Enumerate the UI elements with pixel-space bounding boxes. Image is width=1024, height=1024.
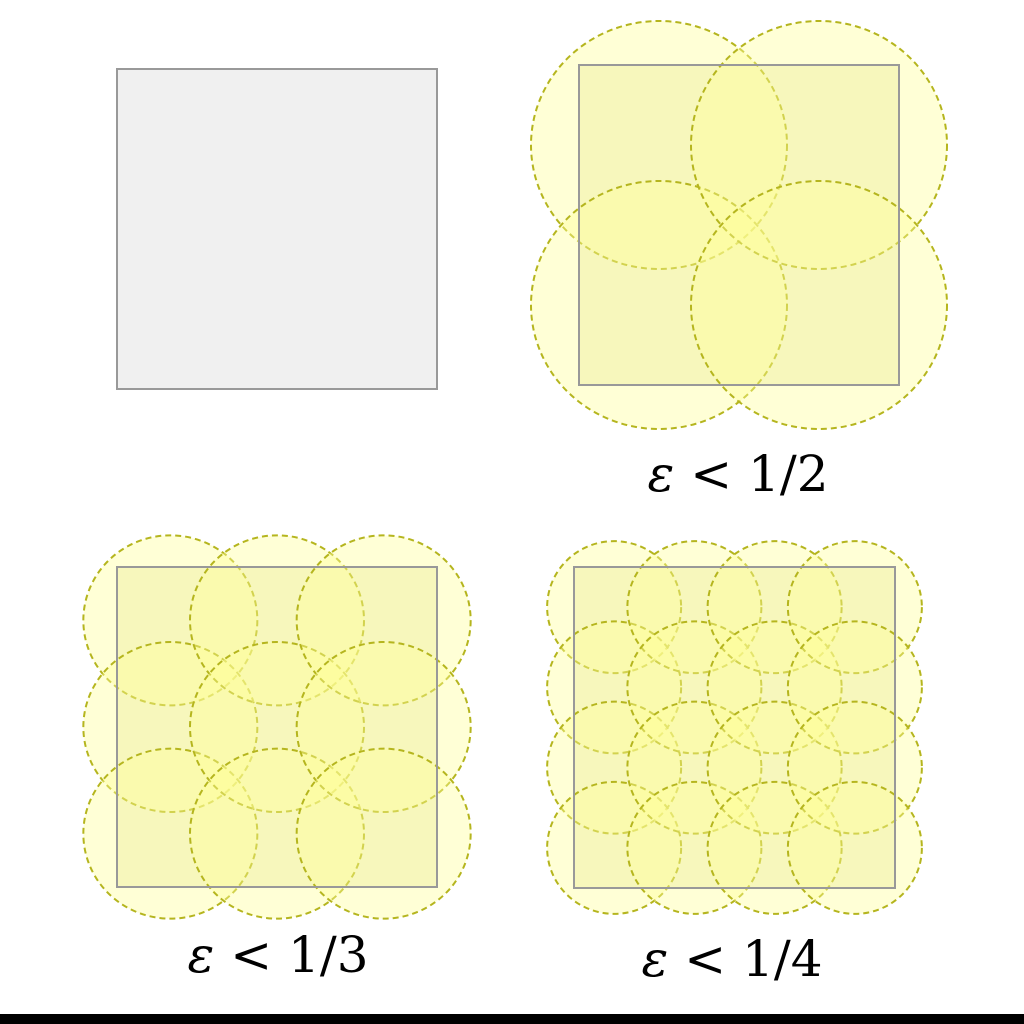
epsilon-ball: [786, 540, 923, 675]
panel-unit-square: [116, 68, 438, 390]
epsilon-ball: [786, 620, 923, 755]
epsilon-ball: [82, 641, 259, 813]
unit-square-fill: [117, 69, 437, 389]
unit-square-fill: [574, 567, 895, 888]
caption-symbol: ε: [647, 445, 675, 503]
caption-epsilon-third: ε < 1/3: [78, 925, 478, 985]
panel-cover-third: [82, 534, 472, 920]
caption-relation: <: [690, 445, 733, 503]
caption-epsilon-quarter: ε < 1/4: [532, 929, 932, 989]
epsilon-ball: [82, 534, 259, 707]
epsilon-ball: [295, 641, 472, 813]
epsilon-ball: [530, 20, 788, 270]
caption-bound: 1/2: [748, 445, 829, 503]
unit-square-fill: [117, 567, 437, 887]
bottom-edge-bar: [0, 1014, 1024, 1024]
epsilon-ball: [295, 534, 472, 707]
epsilon-ball: [189, 534, 365, 707]
epsilon-ball: [82, 747, 259, 920]
epsilon-ball: [786, 700, 923, 835]
epsilon-ball: [786, 780, 923, 915]
epsilon-ball: [690, 180, 948, 430]
caption-epsilon-half: ε < 1/2: [538, 444, 938, 504]
epsilon-ball: [189, 641, 365, 813]
panel-cover-half: [530, 20, 948, 430]
caption-bound: 1/3: [288, 926, 369, 984]
unit-square-outline: [578, 64, 900, 386]
epsilon-ball: [189, 747, 365, 920]
unit-square-outline: [116, 566, 438, 888]
epsilon-ball: [690, 20, 948, 270]
panel-cover-quarter: [546, 540, 923, 915]
caption-bound: 1/4: [742, 930, 823, 988]
epsilon-ball: [295, 747, 472, 920]
unit-square-outline: [116, 68, 438, 390]
caption-relation: <: [230, 926, 273, 984]
caption-symbol: ε: [187, 926, 215, 984]
epsilon-ball: [530, 180, 788, 430]
unit-square-outline: [573, 566, 896, 889]
caption-symbol: ε: [641, 930, 669, 988]
caption-relation: <: [684, 930, 727, 988]
unit-square-fill: [579, 65, 899, 385]
